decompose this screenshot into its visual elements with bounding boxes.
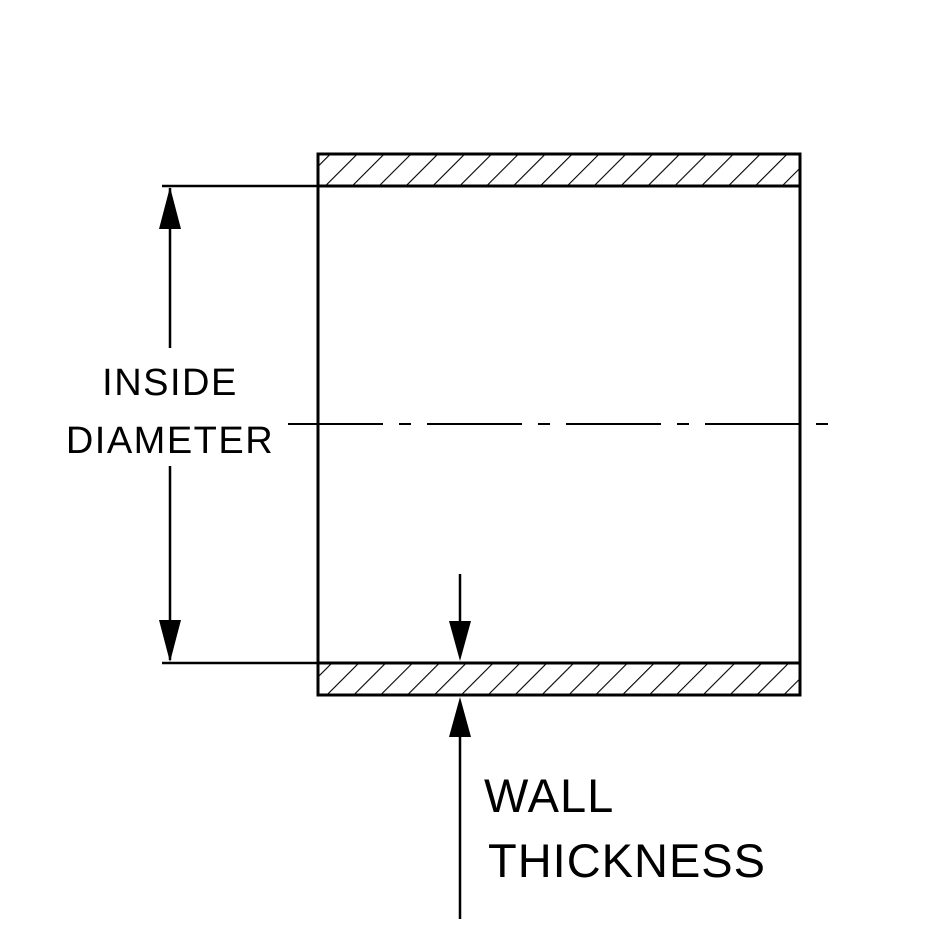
wall-thickness-label-line1: WALL (484, 769, 614, 822)
wall-thickness-label-line2: THICKNESS (488, 834, 766, 887)
dimension-arrow-down-icon (159, 620, 181, 662)
top-wall-hatched-section (316, 152, 802, 188)
wall-thickness-arrow-down-icon (449, 621, 471, 661)
inside-diameter-label-line1: INSIDE (102, 362, 238, 404)
inside-diameter-label-line2: DIAMETER (66, 420, 274, 462)
wall-thickness-arrow-up-icon (449, 697, 471, 737)
bottom-wall-hatched-section (316, 661, 802, 697)
dimension-arrow-up-icon (159, 187, 181, 229)
